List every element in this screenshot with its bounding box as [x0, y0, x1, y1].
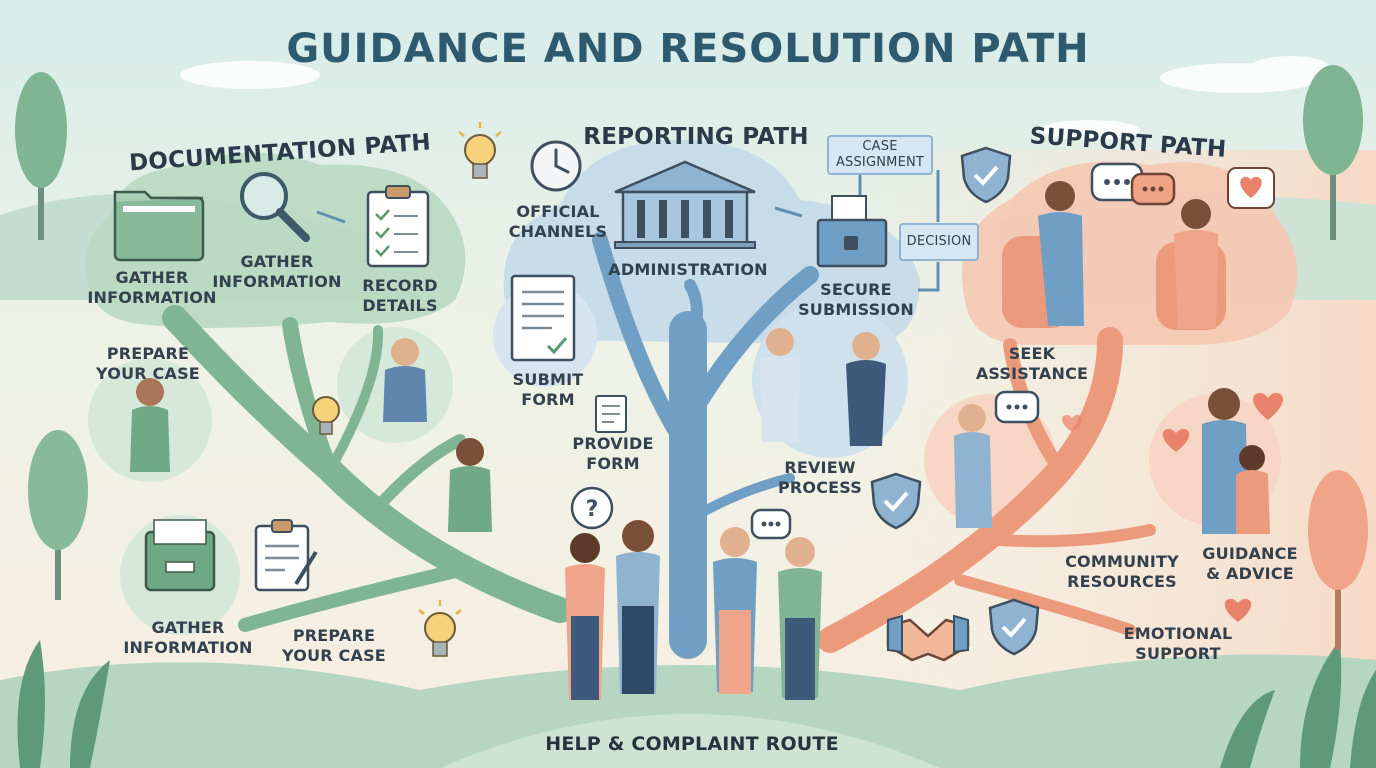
reporting-branches	[592, 232, 819, 659]
handshake-icon	[886, 614, 970, 662]
label-community-resources: COMMUNITY RESOURCES	[1065, 552, 1179, 591]
label-emotional-support: EMOTIONAL SUPPORT	[1123, 624, 1233, 663]
label-seek-assistance: SEEK ASSISTANCE	[975, 344, 1089, 383]
label-gather-information-3: GATHER INFORMATION	[123, 618, 253, 657]
label-provide-form: PROVIDE FORM	[572, 434, 654, 473]
label-prepare-your-case-1: PREPARE YOUR CASE	[96, 344, 200, 383]
foreground-hill-light	[440, 714, 940, 768]
support-branches	[817, 327, 1156, 653]
speech-bubble-icon-3	[994, 390, 1040, 424]
folder-icon-2	[144, 519, 216, 592]
label-gather-information-2: GATHER INFORMATION	[212, 252, 342, 291]
clipboard-icon	[366, 185, 430, 268]
speech-bubble-icon-2	[1130, 172, 1176, 206]
label-administration: ADMINISTRATION	[608, 260, 768, 279]
clock-icon	[530, 140, 582, 192]
label-secure-submission: SECURE SUBMISSION	[798, 280, 914, 319]
svg-text:?: ?	[586, 497, 599, 522]
speech-bubble-icon-4	[750, 508, 792, 540]
folder-icon	[113, 190, 205, 262]
form-document-icon	[510, 274, 576, 362]
lightbulb-icon-2	[312, 396, 340, 435]
heart-icon-2	[1062, 392, 1283, 622]
lightbulb-icon-3	[418, 600, 462, 657]
shield-check-icon-3	[988, 598, 1040, 656]
heart-icon	[1227, 167, 1275, 209]
lightbulb-icon	[458, 122, 502, 179]
clouds	[180, 56, 1330, 140]
label-record-details: RECORD DETAILS	[362, 276, 438, 315]
building-icon	[614, 160, 756, 249]
document-icon	[595, 395, 627, 433]
label-case-assignment: CASE ASSIGNMENT	[835, 139, 925, 170]
people-figures	[130, 181, 1270, 700]
label-submit-form: SUBMIT FORM	[512, 370, 584, 409]
decision-box	[899, 223, 979, 261]
help-complaint-route-label: HELP & COMPLAINT ROUTE	[545, 733, 839, 755]
shield-check-icon	[960, 146, 1012, 204]
label-gather-information-1: GATHER INFORMATION	[87, 268, 217, 307]
question-bubble-icon: ?	[570, 486, 614, 530]
magnifier-icon	[240, 172, 310, 242]
side-trees	[15, 65, 1368, 650]
label-decision: DECISION	[906, 234, 972, 249]
case-assignment-box	[827, 135, 933, 175]
ballot-box-icon	[816, 195, 888, 268]
foreground-hill	[0, 654, 1376, 768]
documentation-branches	[162, 305, 573, 632]
label-official-channels: OFFICIAL CHANNELS	[508, 202, 608, 241]
label-guidance-advice: GUIDANCE & ADVICE	[1202, 544, 1298, 583]
page-title: GUIDANCE AND RESOLUTION PATH	[286, 26, 1090, 72]
clipboard-pen-icon	[254, 519, 318, 592]
reporting-path-heading: REPORTING PATH	[583, 124, 809, 150]
label-review-process: REVIEW PROCESS	[777, 458, 863, 497]
shield-check-icon-2	[870, 472, 922, 530]
foreground-plants	[17, 640, 1376, 768]
label-prepare-your-case-2: PREPARE YOUR CASE	[282, 626, 386, 665]
